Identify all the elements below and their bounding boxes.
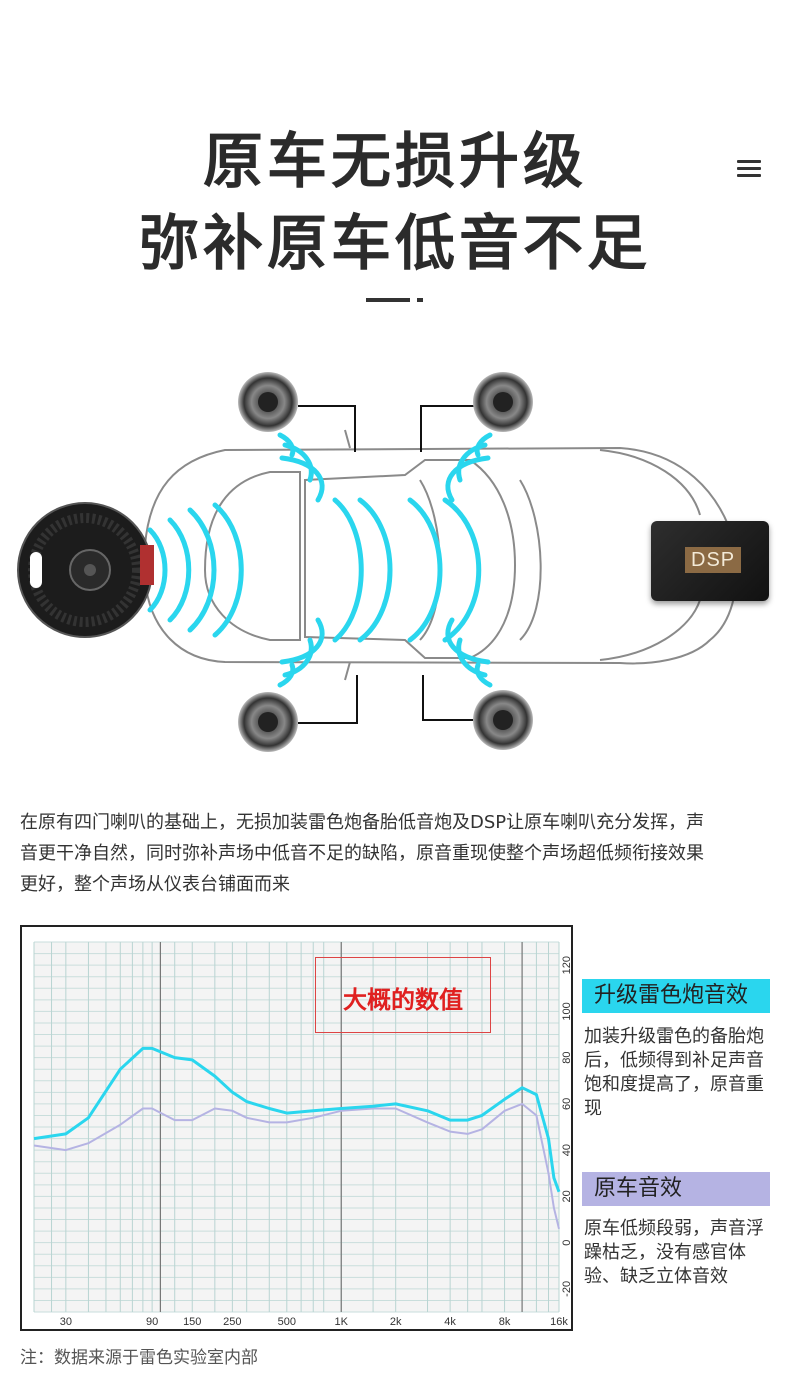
speaker-front-right-icon (473, 372, 533, 432)
y-tick-label: 0 (561, 1240, 571, 1246)
legend-original-text: 原车低频段弱，声音浮躁枯乏，没有感官体验、缺乏立体音效 (584, 1218, 764, 1287)
spare-tire-subwoofer-icon (17, 502, 154, 638)
chart-note-box: 大概的数值 (315, 957, 491, 1033)
chart-note-text: 大概的数值 (343, 986, 463, 1014)
title-divider-dot (417, 298, 423, 302)
x-tick-label: 4k (444, 1316, 456, 1328)
frequency-response-chart: 30 90 150 250 500 1K 2k 4k 8k 16k -20 0 20 40 60 80 100 1… (20, 925, 573, 1331)
x-tick-label: 150 (183, 1316, 201, 1328)
y-tick-label: 60 (561, 1098, 571, 1110)
y-tick-label: 40 (561, 1144, 571, 1156)
sound-waves (112, 432, 493, 688)
series-line (33, 1102, 560, 1230)
page-title-line-1: 原车无损升级 (203, 127, 587, 197)
x-tick-label: 500 (278, 1316, 296, 1328)
x-tick-label: 2k (390, 1316, 402, 1328)
y-tick-label: 20 (561, 1190, 571, 1202)
y-tick-label: 80 (561, 1052, 571, 1064)
legend-upgrade-text: 加装升级雷色的备胎炮后，低频得到补足声音饱和度提高了，原音重现 (584, 1026, 764, 1119)
chart-svg: 30 90 150 250 500 1K 2k 4k 8k 16k -20 0 20 40 60 80 100 1… (33, 941, 571, 1328)
speaker-rear-left-icon (238, 692, 298, 752)
x-tick-label: 250 (223, 1316, 241, 1328)
y-tick-label: -20 (561, 1281, 571, 1297)
y-tick-label: 100 (561, 1002, 571, 1020)
page-title-line-2: 弥补原车低音不足 (139, 209, 651, 279)
speaker-front-left-icon (238, 372, 298, 432)
legend-original-title: 原车音效 (582, 1172, 770, 1206)
x-tick-label: 30 (60, 1316, 72, 1328)
series-line (33, 1046, 561, 1193)
speaker-rear-right-icon (473, 690, 533, 750)
x-tick-label: 16k (550, 1316, 568, 1328)
hamburger-menu-icon[interactable] (737, 160, 761, 178)
dsp-label: DSP (685, 547, 742, 573)
car-speaker-diagram (17, 372, 738, 752)
footnote: 注：数据来源于雷色实验室内部 (20, 1348, 258, 1368)
x-tick-label: 90 (146, 1316, 158, 1328)
legend-upgrade-title: 升级雷色炮音效 (582, 979, 770, 1013)
y-tick-label: 120 (561, 956, 571, 974)
x-tick-label: 8k (499, 1316, 511, 1328)
description-text: 在原有四门喇叭的基础上，无损加装雷色炮备胎低音炮及DSP让原车喇叭充分发挥，声音… (20, 812, 705, 895)
dsp-unit: DSP (651, 521, 769, 601)
speaker-connector-lines (298, 405, 476, 724)
title-divider (366, 298, 410, 302)
x-tick-label: 1K (335, 1316, 349, 1328)
